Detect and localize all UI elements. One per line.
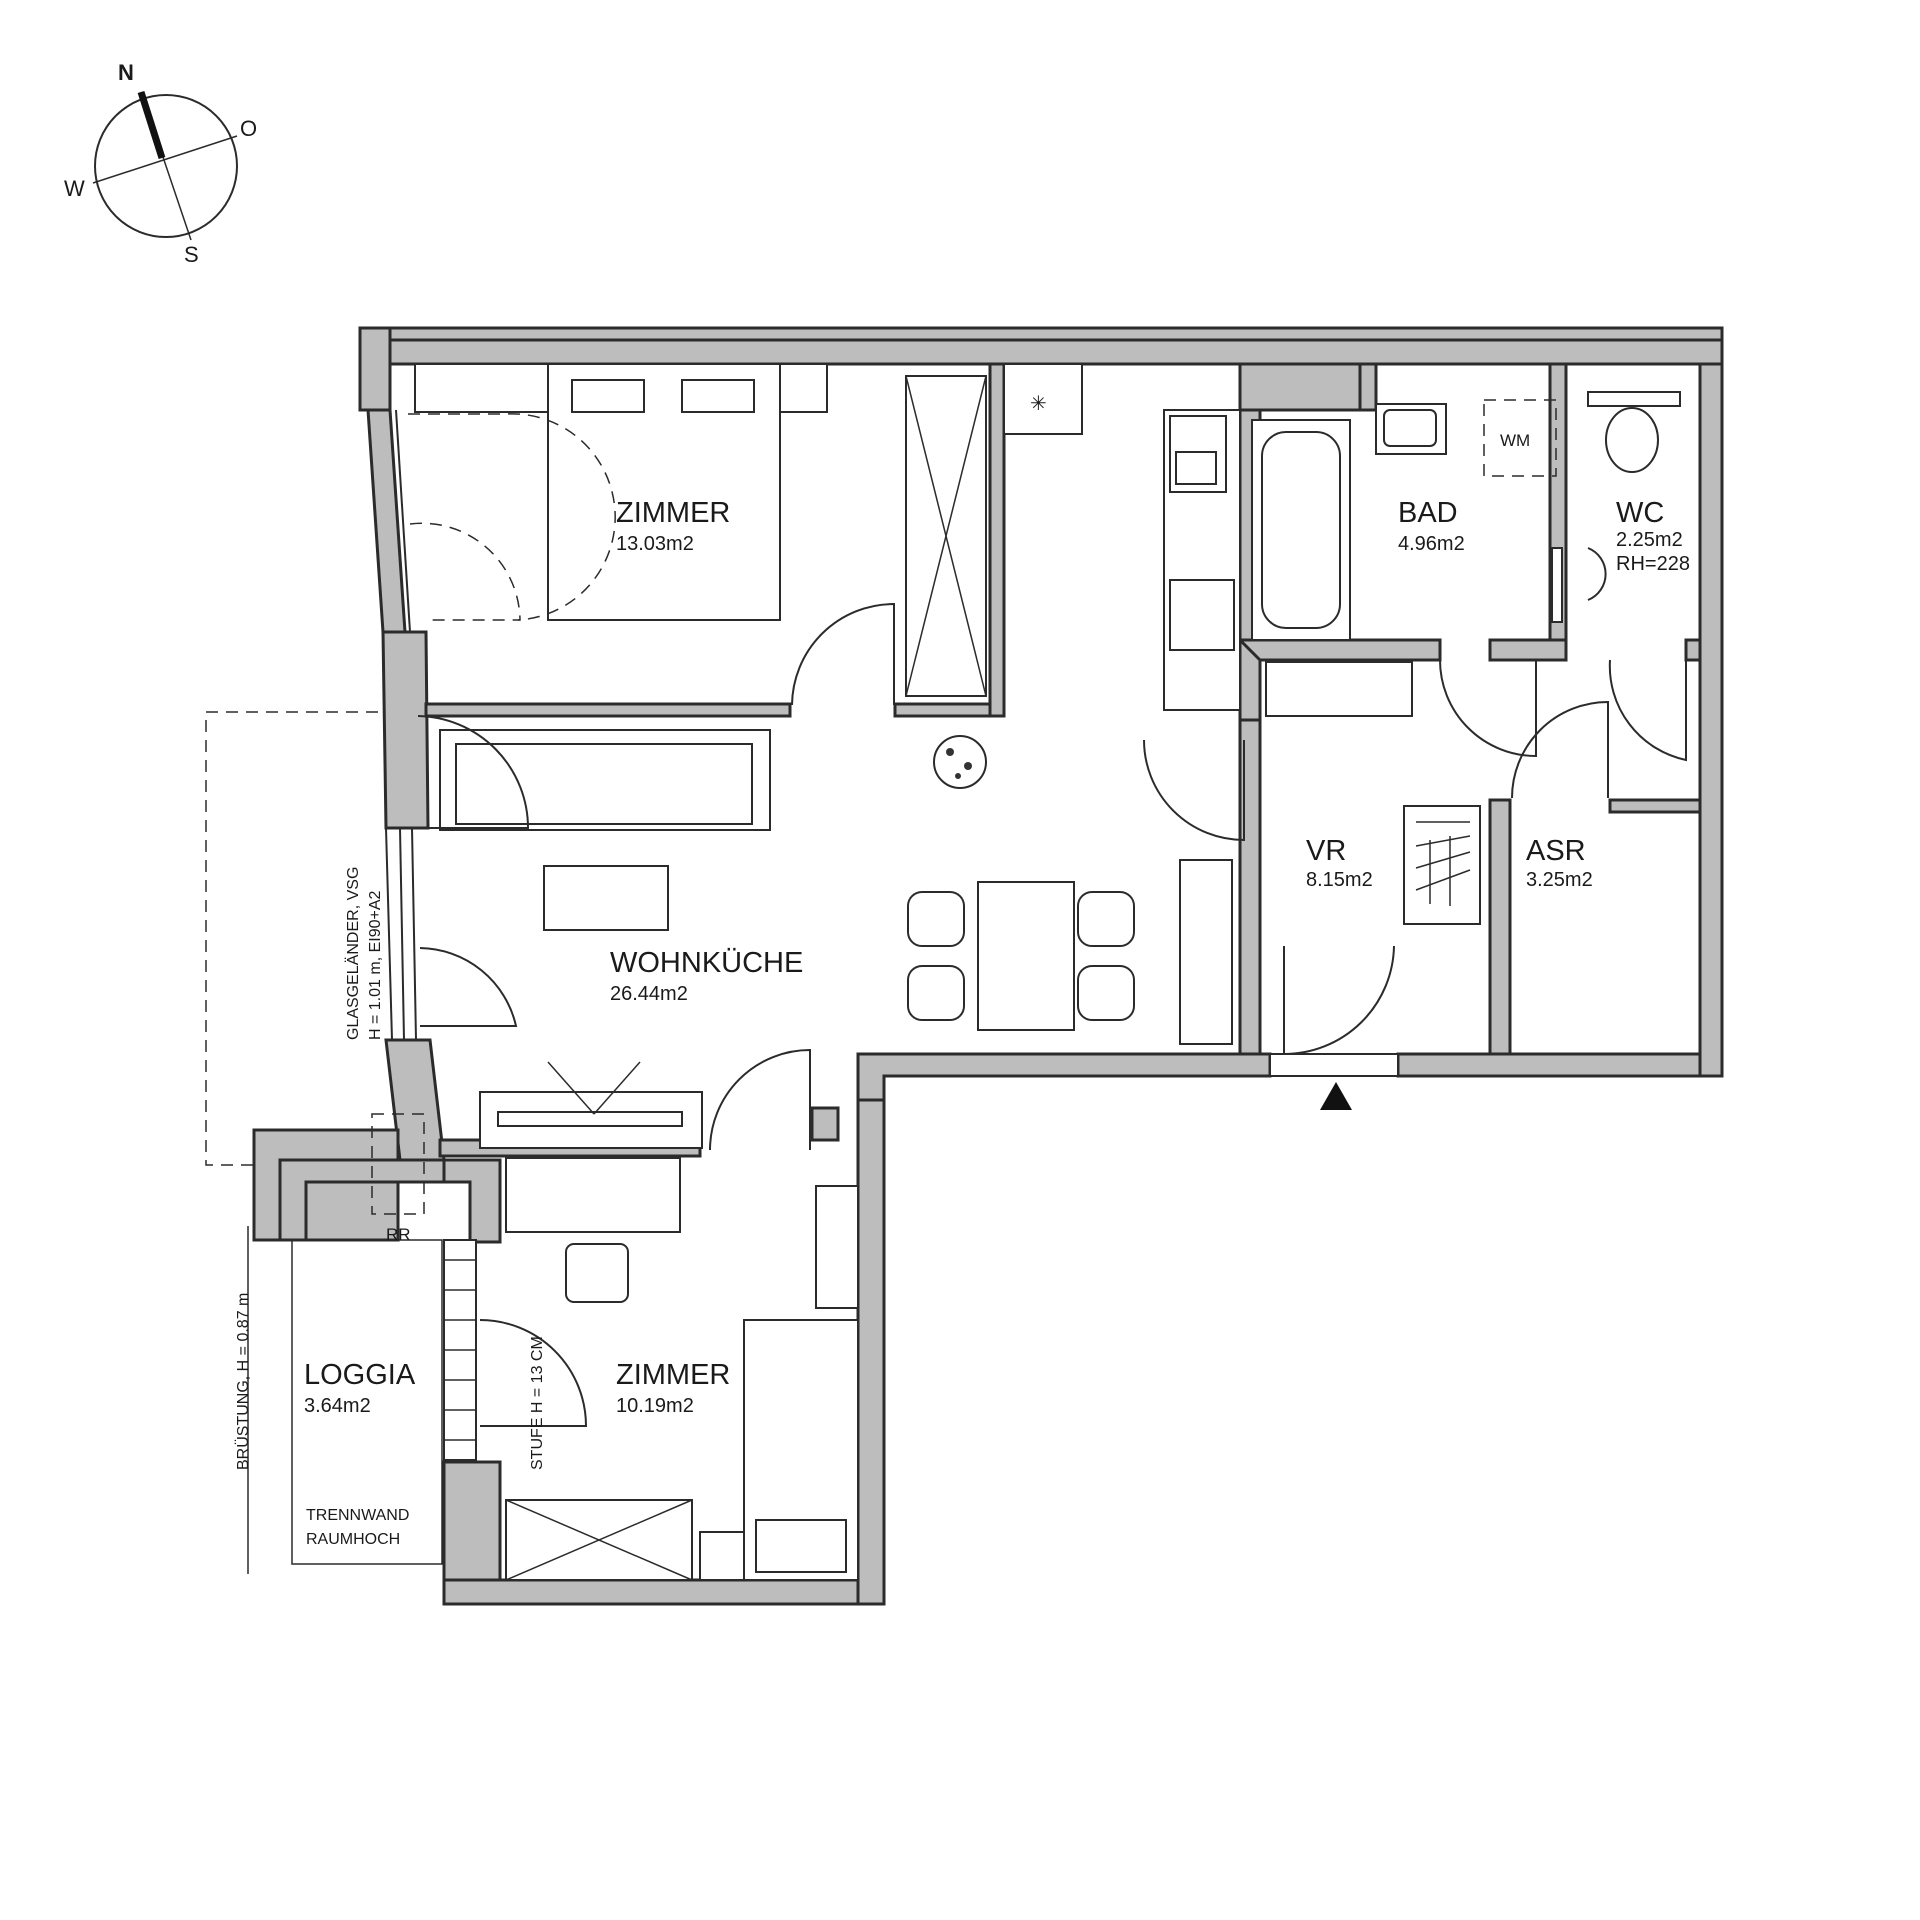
glass-railing-label-1: GLASGELÄNDER, VSG xyxy=(344,867,362,1040)
room-area-bad: 4.96m2 xyxy=(1398,533,1465,555)
bad-furniture: WM xyxy=(1251,399,1557,758)
room-area-loggia: 3.64m2 xyxy=(304,1395,371,1417)
zimmer-south-furniture xyxy=(443,1157,859,1581)
room-area-zimmer-north: 13.03m2 xyxy=(616,533,694,555)
step-label: STUFE H = 13 CM xyxy=(529,1336,546,1470)
compass-east-label: O xyxy=(240,116,257,141)
room-name-loggia: LOGGIA xyxy=(304,1359,416,1391)
loggia-outline xyxy=(247,1113,443,1574)
glass-railing-label-2: H = 1.01 m, EI90+A2 xyxy=(367,890,384,1040)
svg-text:✳: ✳ xyxy=(1030,393,1047,415)
room-area-vr: 8.15m2 xyxy=(1306,869,1373,891)
room-name-asr: ASR xyxy=(1526,835,1586,867)
walls xyxy=(252,326,1724,1606)
partition-label-2: RAUMHOCH xyxy=(306,1531,400,1548)
wc-furniture xyxy=(1551,391,1687,762)
partition-label-1: TRENNWAND xyxy=(306,1507,409,1524)
room-name-bad: BAD xyxy=(1398,497,1458,529)
wohnkueche-furniture xyxy=(416,715,1245,1151)
room-name-zimmer-north: ZIMMER xyxy=(616,497,730,529)
compass: N O S W xyxy=(64,60,257,267)
room-name-wc: WC xyxy=(1616,497,1664,529)
compass-north-label: N xyxy=(118,60,134,85)
room-area-zimmer-south: 10.19m2 xyxy=(616,1395,694,1417)
room-height-wc: RH=228 xyxy=(1616,553,1690,575)
compass-south-label: S xyxy=(184,242,199,267)
room-area-asr: 3.25m2 xyxy=(1526,869,1593,891)
room-area-wohnkueche: 26.44m2 xyxy=(610,983,688,1005)
plan-notes: RR GLASGELÄNDER, VSG H = 1.01 m, EI90+A2… xyxy=(234,867,546,1548)
vr-furniture xyxy=(1269,700,1609,1110)
room-labels: ZIMMER 13.03m2 WOHNKÜCHE 26.44m2 BAD 4.9… xyxy=(304,497,1690,1417)
west-windows xyxy=(385,409,417,1041)
zimmer-north-furniture xyxy=(408,363,987,706)
room-name-wohnkueche: WOHNKÜCHE xyxy=(610,947,803,979)
rr-label: RR xyxy=(386,1225,411,1244)
compass-west-label: W xyxy=(64,176,85,201)
parapet-label: BRÜSTUNG, H = 0.87 m xyxy=(234,1293,252,1470)
kitchen-unit: ✳ xyxy=(1003,363,1241,711)
wm-label: WM xyxy=(1500,431,1530,450)
room-area-wc: 2.25m2 xyxy=(1616,529,1683,551)
room-name-zimmer-south: ZIMMER xyxy=(616,1359,730,1391)
room-name-vr: VR xyxy=(1306,835,1346,867)
